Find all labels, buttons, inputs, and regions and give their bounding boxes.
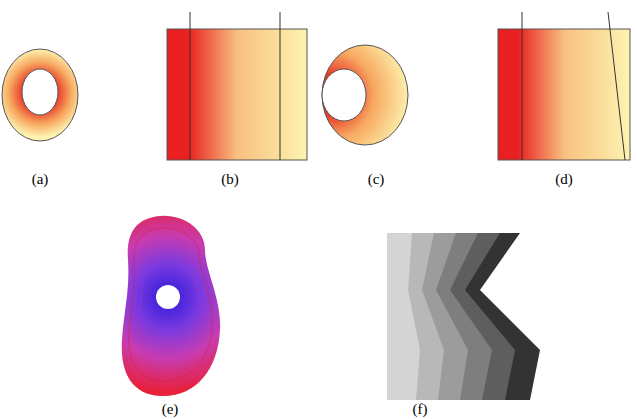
layered-bands <box>387 233 540 400</box>
unrolled-strip <box>498 12 630 160</box>
ring-figure <box>2 49 78 141</box>
panel-label: (a) <box>32 172 49 187</box>
unrolled-strip <box>167 12 307 160</box>
panel-label: (b) <box>221 172 239 187</box>
blob-figure <box>122 216 220 396</box>
panel-label: (d) <box>555 172 573 187</box>
panel-label: (e) <box>162 402 179 417</box>
panel-label: (f) <box>413 402 428 417</box>
eccentric-ring-figure <box>322 45 408 145</box>
panel-label: (c) <box>368 172 385 187</box>
